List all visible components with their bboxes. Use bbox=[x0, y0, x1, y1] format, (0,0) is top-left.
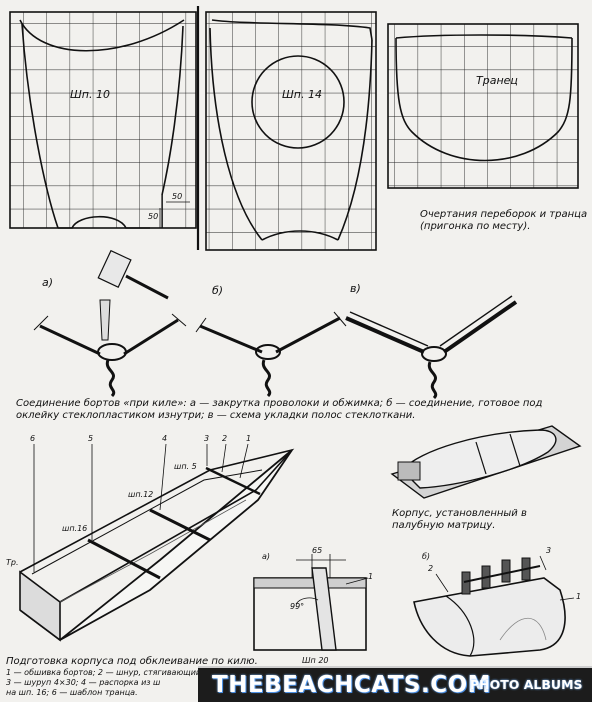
bottom-caption-line-2: 3 — шуруп 4×30; 4 — распорка из ш bbox=[6, 678, 161, 687]
bottom-caption-line-3: на шп. 16; 6 — шаблон транца. bbox=[6, 688, 138, 697]
frame-14-label: Шп. 14 bbox=[282, 88, 322, 101]
joint-c-drawing bbox=[345, 295, 518, 400]
hull-frame-16-label: шп.16 bbox=[62, 524, 88, 533]
hull-frame-5-label: шп. 5 bbox=[174, 462, 197, 471]
hull-transom-label: Тр. bbox=[6, 558, 19, 567]
bottom-caption-title: Подготовка корпуса под обклеивание по ки… bbox=[6, 656, 258, 667]
joint-a-label: а) bbox=[42, 276, 54, 289]
frame-10-label: Шп. 10 bbox=[70, 88, 110, 101]
frame-10-dimension-horizontal: 50 bbox=[172, 192, 183, 201]
joint-b-label: б) bbox=[212, 284, 224, 297]
detail-b-label: б) bbox=[422, 552, 431, 561]
detail-b-drawing bbox=[413, 555, 575, 657]
detail-a-dimension: 65 bbox=[312, 546, 323, 555]
matrix-caption: Корпус, установленный в палубную матрицу… bbox=[392, 508, 527, 531]
joint-c-label: в) bbox=[350, 282, 361, 295]
detail-a-label: а) bbox=[262, 552, 271, 561]
frame-14-template bbox=[196, 6, 377, 251]
transom-label: Транец bbox=[476, 74, 518, 87]
hull-callout-5: 5 bbox=[88, 434, 94, 443]
detail-a-callout-1: 1 bbox=[368, 572, 374, 581]
hull-callout-4: 4 bbox=[162, 434, 168, 443]
watermark-site-name: THEBEACHCATS.COM bbox=[212, 672, 492, 698]
hull-callout-2: 2 bbox=[222, 434, 228, 443]
hull-callout-6: 6 bbox=[30, 434, 36, 443]
hull-callout-3: 3 bbox=[204, 434, 210, 443]
bottom-caption-line-1: 1 — обшивка бортов; 2 — шнур, стягивающи… bbox=[6, 668, 202, 677]
detail-a-drawing bbox=[253, 554, 369, 651]
detail-a-frame-20-label: Шп 20 bbox=[302, 656, 329, 665]
watermark-photo-albums: PHOTO ALBUMS bbox=[470, 677, 583, 692]
frame-10-template bbox=[9, 11, 197, 229]
hull-drawing bbox=[19, 443, 295, 642]
watermark-banner: THEBEACHCATS.COM PHOTO ALBUMS bbox=[198, 666, 592, 702]
hull-frame-12-label: шп.12 bbox=[128, 490, 154, 499]
detail-a-angle: 99° bbox=[290, 602, 305, 611]
detail-b-callout-1: 1 bbox=[576, 592, 582, 601]
frame-10-dimension-vertical: 50 bbox=[148, 212, 159, 221]
transom-template bbox=[387, 23, 579, 189]
detail-b-callout-2: 2 bbox=[428, 564, 434, 573]
joint-b-drawing bbox=[195, 311, 347, 398]
frames-caption: Очертания переборок и транца (пригонка п… bbox=[420, 209, 588, 232]
joint-a-drawing bbox=[33, 249, 187, 398]
detail-b-callout-3: 3 bbox=[546, 546, 552, 555]
joints-caption: Соединение бортов «при киле»: а — закрут… bbox=[16, 398, 543, 421]
matrix-drawing bbox=[390, 425, 582, 499]
hull-callout-1: 1 bbox=[246, 434, 252, 443]
